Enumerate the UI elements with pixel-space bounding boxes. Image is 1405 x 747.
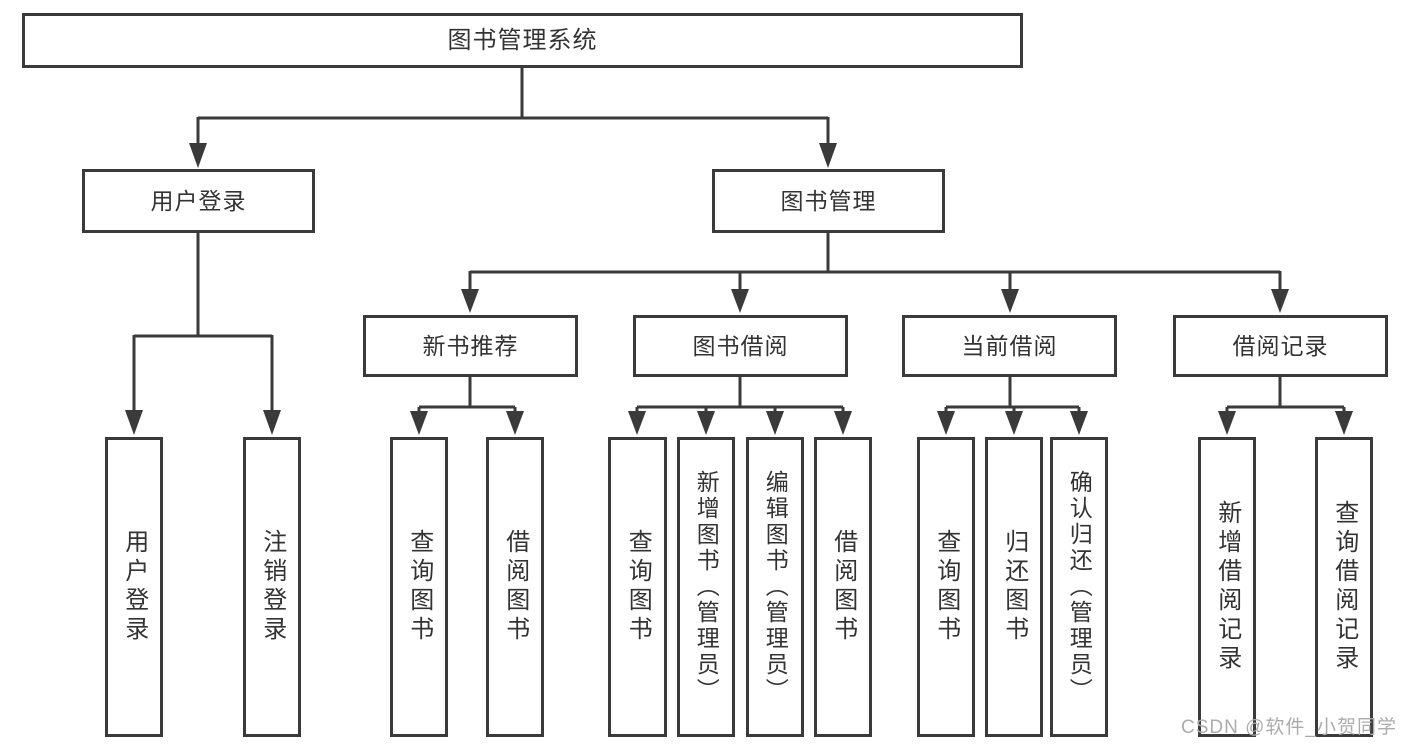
node-book-management: 图书管理 (712, 169, 945, 233)
leaf-user-login: 用户登录 (105, 437, 163, 737)
leaf-add-borrow-record: 新增借阅记录 (1198, 437, 1256, 737)
node-book-borrowing: 图书借阅 (633, 315, 848, 377)
leaf-query-books-borrow: 查询图书 (608, 437, 667, 737)
leaf-add-books-admin: 新增图书（管理员） (677, 437, 735, 737)
leaf-return-books: 归还图书 (985, 437, 1043, 737)
csdn-watermark: CSDN @软件_小贺同学 (1181, 717, 1397, 738)
leaf-borrow-books: 借阅图书 (814, 437, 872, 737)
node-user-login: 用户登录 (82, 169, 315, 233)
leaf-query-borrow-record: 查询借阅记录 (1315, 437, 1373, 737)
leaf-query-books-recommend: 查询图书 (390, 437, 448, 737)
arrowheads (125, 143, 1353, 435)
leaf-borrow-books-recommend: 借阅图书 (486, 437, 544, 737)
node-current-borrowing: 当前借阅 (902, 315, 1117, 377)
leaf-logout: 注销登录 (243, 437, 301, 737)
node-new-book-recommendation: 新书推荐 (363, 315, 578, 377)
node-root-library-system: 图书管理系统 (22, 13, 1023, 68)
leaf-confirm-return-admin: 确认归还（管理员） (1050, 437, 1108, 737)
leaf-query-books-current: 查询图书 (917, 437, 975, 737)
leaf-edit-books-admin: 编辑图书（管理员） (746, 437, 804, 737)
node-borrowing-records: 借阅记录 (1173, 315, 1388, 377)
